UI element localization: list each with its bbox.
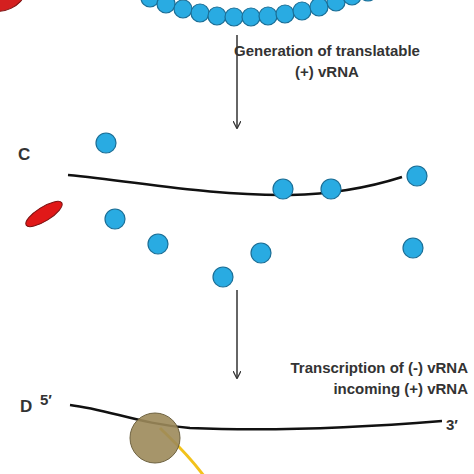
end-label: 5′	[40, 389, 70, 410]
protein-ring	[141, 0, 377, 26]
end-label: 3′	[446, 414, 474, 435]
step-label: Transcription of (-) vRNA incoming (+) v…	[248, 357, 468, 399]
step-label: Generation of translatable (+) vRNA	[232, 40, 422, 82]
red-protein	[0, 0, 25, 15]
step-arrow	[236, 290, 238, 378]
red-protein	[22, 197, 65, 231]
panel-letter: C	[18, 144, 42, 165]
polymerase	[130, 413, 180, 463]
capsid-proteins	[96, 133, 427, 287]
rna-strand	[68, 175, 402, 195]
rna-strand	[70, 405, 442, 429]
